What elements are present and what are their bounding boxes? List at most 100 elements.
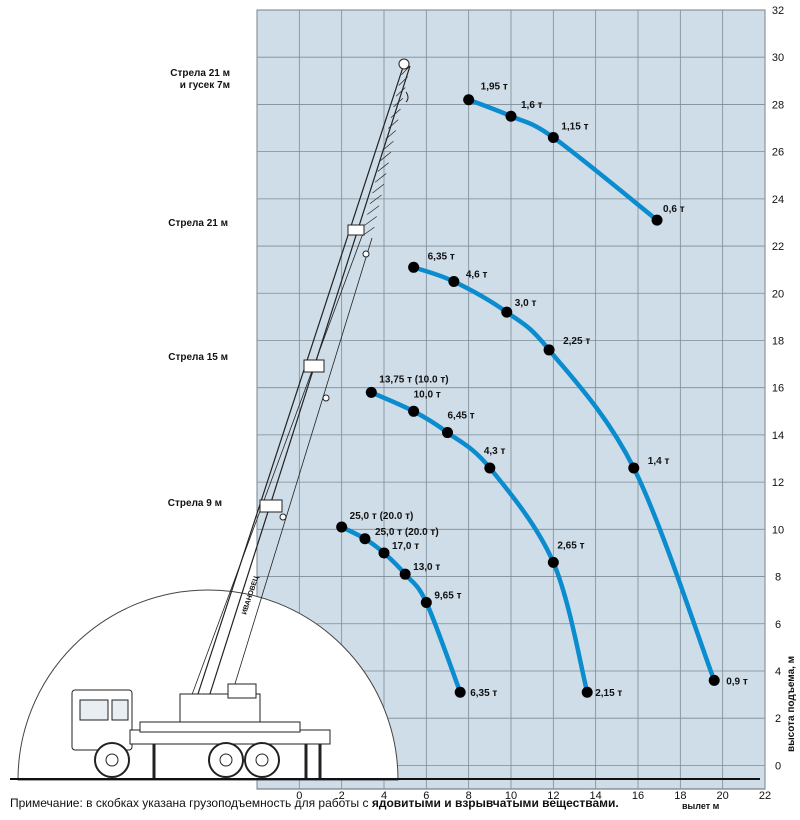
lattice-bar — [382, 140, 394, 151]
y-tick-label: 16 — [772, 383, 784, 395]
data-point — [505, 110, 517, 122]
y-tick-label: 28 — [772, 99, 784, 111]
x-tick-label: 4 — [381, 790, 387, 802]
data-point — [547, 131, 559, 143]
x-tick-label: 18 — [674, 790, 686, 802]
y-tick-label: 26 — [772, 147, 784, 159]
data-point — [336, 521, 348, 533]
x-tick-label: 10 — [505, 790, 517, 802]
y-tick-label: 12 — [772, 477, 784, 489]
data-label: 17,0 т — [392, 541, 419, 552]
series-points — [336, 94, 720, 698]
data-label: 25,0 т (20.0 т) — [375, 527, 439, 538]
y-tick-label: 18 — [772, 335, 784, 347]
series-name-label: Стрела 15 м — [168, 352, 228, 363]
lattice-bar — [401, 65, 411, 75]
data-point — [454, 686, 466, 698]
data-point — [359, 533, 371, 545]
data-label: 13,0 т — [413, 562, 440, 573]
data-label: 4,3 т — [484, 446, 506, 457]
data-label: 9,65 т — [434, 591, 461, 602]
data-label: 1,15 т — [561, 121, 588, 132]
data-label: 3,0 т — [515, 298, 537, 309]
data-label: 4,6 т — [466, 269, 488, 280]
data-point — [408, 261, 420, 273]
data-point — [651, 214, 663, 226]
data-point — [463, 94, 475, 106]
data-label: 0,6 т — [663, 204, 685, 215]
data-point — [543, 344, 555, 356]
x-tick-label: 20 — [717, 790, 729, 802]
lattice-bar — [374, 173, 387, 183]
x-tick-label: 0 — [296, 790, 302, 802]
y-tick-label: 10 — [772, 524, 784, 536]
y-tick-label: 20 — [772, 288, 784, 300]
x-tick-label: 8 — [466, 790, 472, 802]
lattice-bar — [369, 194, 382, 205]
data-point — [547, 556, 559, 568]
lattice-bar — [377, 162, 389, 172]
data-point — [484, 462, 496, 474]
footnote-prefix: Примечание: в скобках указана грузоподъе… — [10, 796, 372, 810]
lattice-bar — [364, 216, 377, 226]
data-label: 10,0 т — [414, 389, 441, 400]
x-tick-label: 6 — [423, 790, 429, 802]
series-point-labels: 1,95 т 1,6 т 1,15 т 0,6 т 6,35 т 4,6 т 3,0 т 2,… — [350, 82, 748, 700]
lattice-bar — [380, 151, 392, 162]
lattice-bar — [395, 87, 406, 97]
lattice-bar — [398, 76, 408, 86]
lattice-bar — [372, 183, 385, 194]
data-point — [628, 462, 640, 474]
y-tick-label: 0 — [775, 760, 781, 772]
data-point — [442, 427, 453, 439]
data-point — [408, 405, 420, 417]
x-axis-label: вылет м — [682, 801, 720, 811]
footnote: Примечание: в скобках указана грузоподъе… — [10, 796, 619, 810]
x-tick-label: 16 — [632, 790, 644, 802]
x-tick-label: 22 — [759, 790, 771, 802]
lattice-bar — [393, 97, 404, 108]
data-point — [365, 386, 377, 398]
lattice-jib — [361, 65, 411, 237]
data-point — [420, 597, 432, 609]
lattice-bar — [390, 108, 401, 119]
y-tick-label: 2 — [775, 713, 781, 725]
x-tick-label: 14 — [590, 790, 602, 802]
data-label: 1,6 т — [521, 100, 543, 111]
data-point — [378, 547, 390, 559]
data-label: 6,35 т — [428, 251, 455, 262]
series-name-label: Стрела 21 м — [168, 218, 228, 229]
y-tick-label: 24 — [772, 194, 784, 206]
crane-illustration: ИВАНОВЕЦ — [10, 58, 760, 781]
data-label: 1,4 т — [648, 456, 670, 467]
data-point — [448, 275, 460, 287]
y-tick-label: 8 — [775, 572, 781, 584]
lattice-bar — [388, 119, 399, 129]
data-label: 2,65 т — [557, 540, 584, 551]
data-label: 1,95 т — [481, 82, 508, 93]
data-point — [581, 686, 593, 698]
x-tick-label: 12 — [547, 790, 559, 802]
series-name-label: Стрела 9 м — [168, 498, 222, 509]
series-name-label: Стрела 21 м — [170, 68, 230, 79]
data-label: 6,45 т — [448, 411, 475, 422]
data-label: 13,75 т (10.0 т) — [379, 374, 448, 385]
series-name-label: и гусек 7м — [180, 80, 230, 91]
y-tick-label: 14 — [772, 430, 784, 442]
data-point — [501, 306, 513, 318]
x-axis-ticks: 0 2 4 6 8 10 12 14 16 18 20 22 — [296, 790, 771, 802]
y-axis-label: высота подъема, м — [786, 656, 797, 752]
y-tick-label: 22 — [772, 241, 784, 253]
footnote-bold: ядовитыми и взрывчатыми веществами. — [371, 796, 619, 810]
data-label: 2,15 т — [595, 688, 622, 699]
lattice-bar — [385, 130, 396, 140]
y-tick-label: 32 — [772, 5, 784, 17]
y-tick-label: 30 — [772, 52, 784, 64]
data-label: 0,9 т — [726, 676, 748, 687]
y-tick-label: 6 — [775, 619, 781, 631]
data-point — [708, 674, 720, 686]
x-tick-label: 2 — [339, 790, 345, 802]
